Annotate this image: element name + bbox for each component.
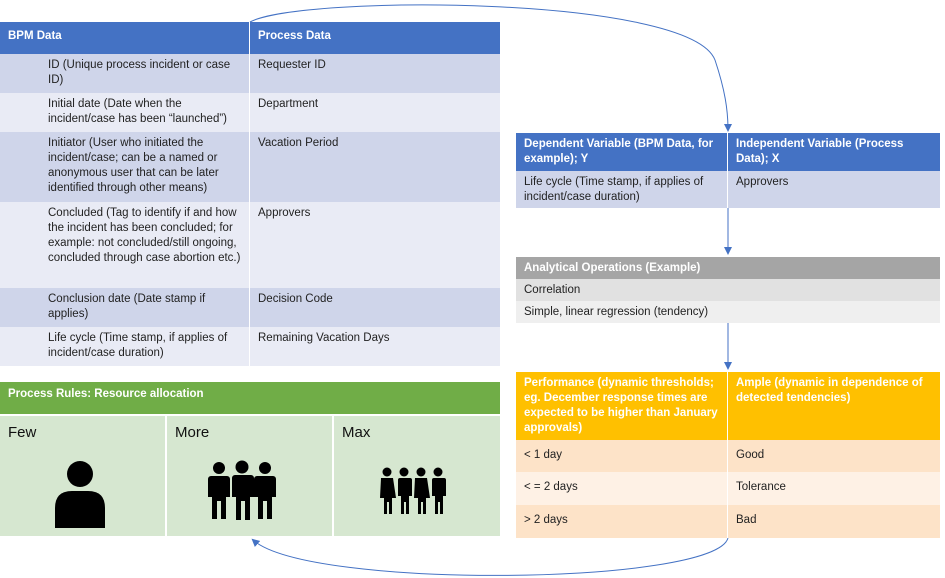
bpm-cell-id: ID (Unique process incident or case ID) [0, 54, 250, 93]
bpm-data-table: BPM Data Process Data ID (Unique process… [0, 22, 500, 366]
threshold-up-to-2-days: < = 2 days [516, 472, 728, 505]
four-people-icon [380, 467, 446, 514]
resource-level-more: More [167, 416, 334, 536]
independent-variable-value: Approvers [728, 171, 940, 208]
process-cell-approvers: Approvers [250, 202, 500, 288]
rating-tolerance: Tolerance [728, 472, 940, 505]
arrow-performance-to-rules [251, 537, 729, 576]
rating-good: Good [728, 440, 940, 472]
resource-label-max: Max [342, 424, 371, 441]
variables-table: Dependent Variable (BPM Data, for exampl… [516, 133, 940, 208]
operation-correlation: Correlation [516, 279, 940, 301]
bpm-cell-initiator: Initiator (User who initiated the incide… [0, 132, 250, 202]
bpm-data-header: BPM Data [0, 22, 250, 54]
threshold-over-2-days: > 2 days [516, 505, 728, 538]
bpm-cell-concluded: Concluded (Tag to identify if and how th… [0, 202, 250, 288]
process-cell-remaining-vacation-days: Remaining Vacation Days [250, 327, 500, 366]
process-rules-panel: Process Rules: Resource allocation Few M… [0, 382, 500, 536]
independent-variable-header: Independent Variable (Process Data); X [728, 133, 940, 171]
analytical-operations-table: Analytical Operations (Example) Correlat… [516, 257, 940, 323]
dependent-variable-header: Dependent Variable (BPM Data, for exampl… [516, 133, 728, 171]
analytical-operations-header: Analytical Operations (Example) [516, 257, 940, 279]
process-cell-decision-code: Decision Code [250, 288, 500, 327]
resource-level-max: Max [334, 416, 500, 536]
three-people-icon [208, 460, 276, 520]
performance-header: Performance (dynamic thresholds; eg. Dec… [516, 372, 728, 440]
dependent-variable-value: Life cycle (Time stamp, if applies of in… [516, 171, 728, 208]
process-rules-title: Process Rules: Resource allocation [0, 382, 500, 414]
single-person-icon [55, 461, 105, 528]
performance-table: Performance (dynamic thresholds; eg. Dec… [516, 372, 940, 538]
bpm-cell-initial-date: Initial date (Date when the incident/cas… [0, 93, 250, 132]
resource-label-few: Few [8, 424, 37, 441]
process-data-header: Process Data [250, 22, 500, 54]
arrow-bpm-to-variables [249, 4, 732, 132]
resource-level-few: Few [0, 416, 167, 536]
process-cell-vacation-period: Vacation Period [250, 132, 500, 202]
bpm-cell-life-cycle: Life cycle (Time stamp, if applies of in… [0, 327, 250, 366]
threshold-under-1-day: < 1 day [516, 440, 728, 472]
bpm-cell-conclusion-date: Conclusion date (Date stamp if applies) [0, 288, 250, 327]
process-cell-requester-id: Requester ID [250, 54, 500, 93]
resource-label-more: More [175, 424, 210, 441]
process-cell-department: Department [250, 93, 500, 132]
ample-header: Ample (dynamic in dependence of detected… [728, 372, 940, 440]
operation-linear-regression: Simple, linear regression (tendency) [516, 301, 940, 323]
rating-bad: Bad [728, 505, 940, 538]
